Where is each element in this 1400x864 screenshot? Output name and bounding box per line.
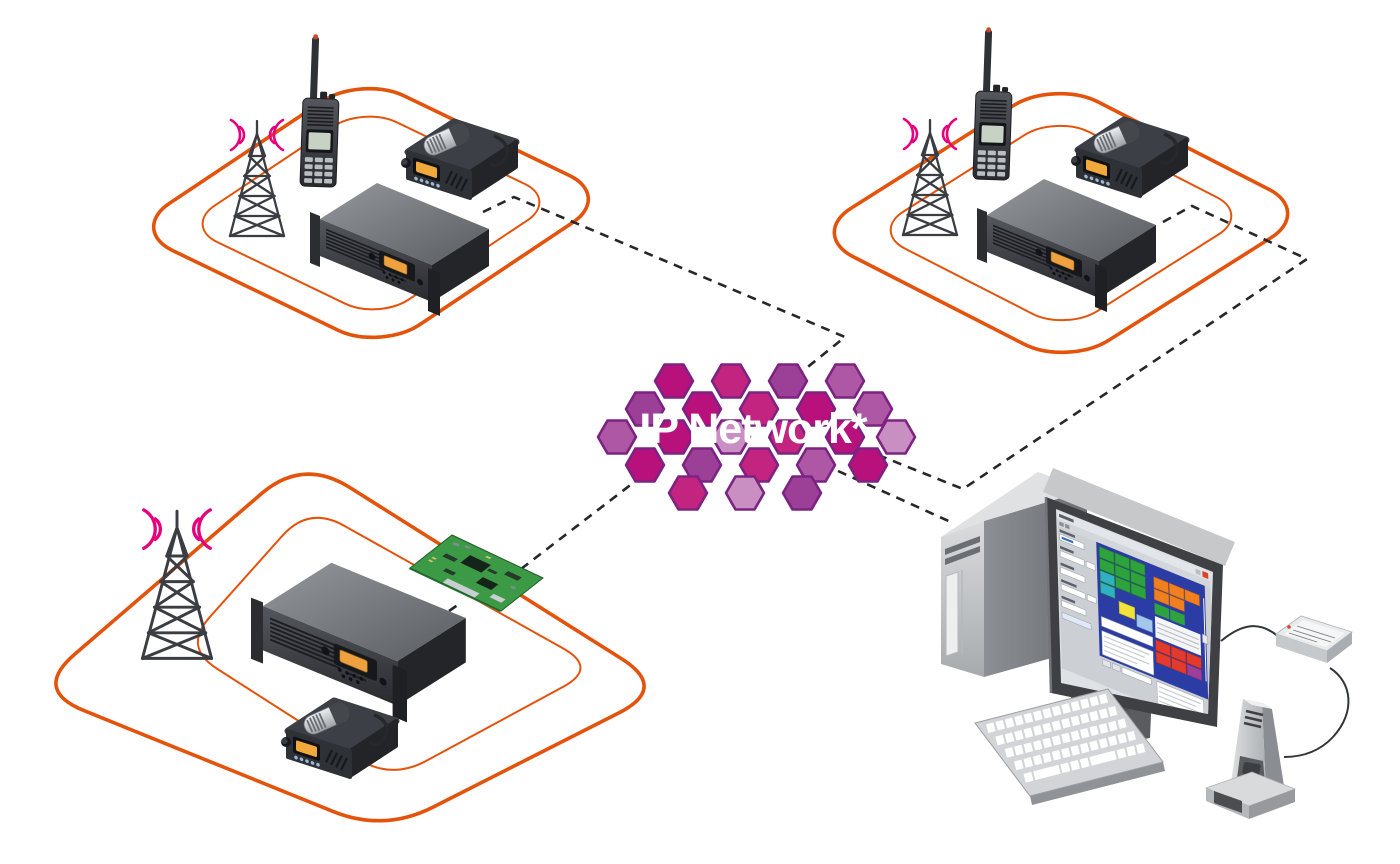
power-led xyxy=(1287,625,1291,629)
handheld-radio-top-right xyxy=(972,26,1016,182)
connection-line-site3-to-network xyxy=(520,481,634,571)
cable-monitor-to-box xyxy=(1220,625,1282,642)
network-interface-card xyxy=(408,535,543,612)
monitor xyxy=(1043,468,1235,742)
handheld-radio-top-left xyxy=(299,33,343,189)
desktop-microphone xyxy=(1204,699,1297,819)
mobile-radio-bottom-left xyxy=(281,699,396,777)
connection-line-network-to-dispatch xyxy=(837,469,954,525)
connection-stub-network-card xyxy=(448,600,463,613)
connection-line-site1-to-network xyxy=(482,195,848,376)
interface-box xyxy=(1275,615,1353,663)
repeater-bottom-left xyxy=(249,561,467,724)
antenna-tower-bottom-left xyxy=(140,508,214,661)
dispatch-station xyxy=(941,468,1353,819)
close-icon xyxy=(1202,570,1209,580)
connection-line-site2-to-network xyxy=(862,204,1310,491)
antenna-tower-top-right xyxy=(901,117,959,237)
mobile-radio-top-right xyxy=(1071,118,1186,196)
ip-network-cloud: IP Network* xyxy=(596,363,917,511)
keyboard xyxy=(974,688,1165,805)
ip-network-label: IP Network* xyxy=(639,405,867,453)
cable-box-to-microphone xyxy=(1283,667,1350,758)
